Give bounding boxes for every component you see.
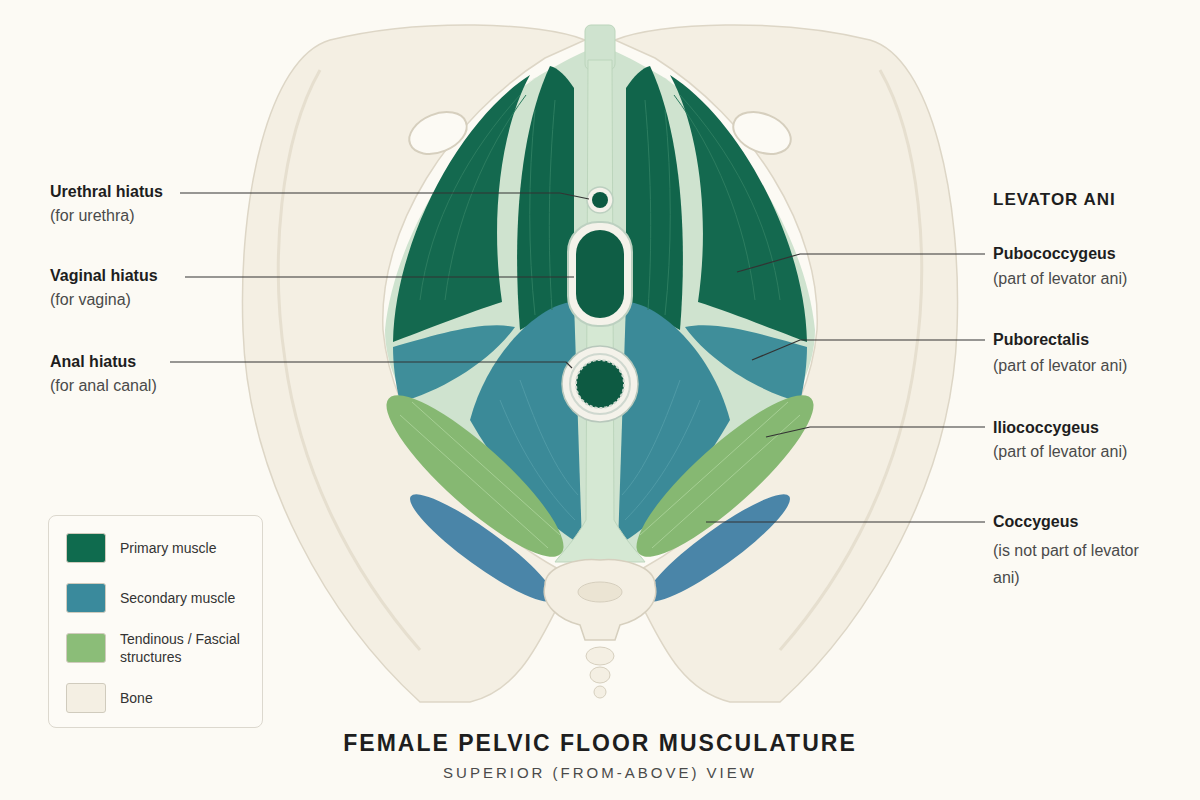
view-caption: SUPERIOR (FROM-ABOVE) VIEW bbox=[0, 763, 1200, 783]
label-note: (for urethra) bbox=[50, 206, 134, 226]
legend-label: Tendinous / Fascial structures bbox=[120, 630, 252, 666]
muscle-label: Puborectalis bbox=[993, 330, 1089, 350]
label-note: (for anal canal) bbox=[50, 376, 157, 396]
legend-row: Secondary muscle bbox=[66, 583, 252, 613]
leader-lines bbox=[170, 193, 985, 522]
legend-row: Primary muscle bbox=[66, 533, 252, 563]
structure-label: Anal hiatus bbox=[50, 352, 136, 372]
legend-label: Bone bbox=[120, 689, 252, 707]
label-note: (part of levator ani) bbox=[993, 442, 1127, 462]
diagram-title: FEMALE PELVIC FLOOR MUSCULATURE bbox=[0, 729, 1200, 757]
legend-swatch bbox=[66, 683, 106, 713]
legend-label: Secondary muscle bbox=[120, 589, 252, 607]
muscle-label: Coccygeus bbox=[993, 512, 1078, 532]
muscle-label: Pubococcygeus bbox=[993, 244, 1116, 264]
structure-label: Urethral hiatus bbox=[50, 182, 163, 202]
group-heading: LEVATOR ANI bbox=[993, 190, 1116, 210]
legend-row: Bone bbox=[66, 683, 252, 713]
label-note: (part of levator ani) bbox=[993, 269, 1127, 289]
label-note: (part of levator ani) bbox=[993, 356, 1127, 376]
legend-swatch bbox=[66, 533, 106, 563]
label-note: (for vagina) bbox=[50, 290, 131, 310]
legend-swatch bbox=[66, 583, 106, 613]
legend-swatch bbox=[66, 633, 106, 663]
label-note: (is not part of levator ani) bbox=[993, 537, 1153, 591]
legend-label: Primary muscle bbox=[120, 539, 252, 557]
legend-row: Tendinous / Fascial structures bbox=[66, 633, 252, 663]
structure-label: Vaginal hiatus bbox=[50, 266, 158, 286]
muscle-label: Iliococcygeus bbox=[993, 418, 1099, 438]
